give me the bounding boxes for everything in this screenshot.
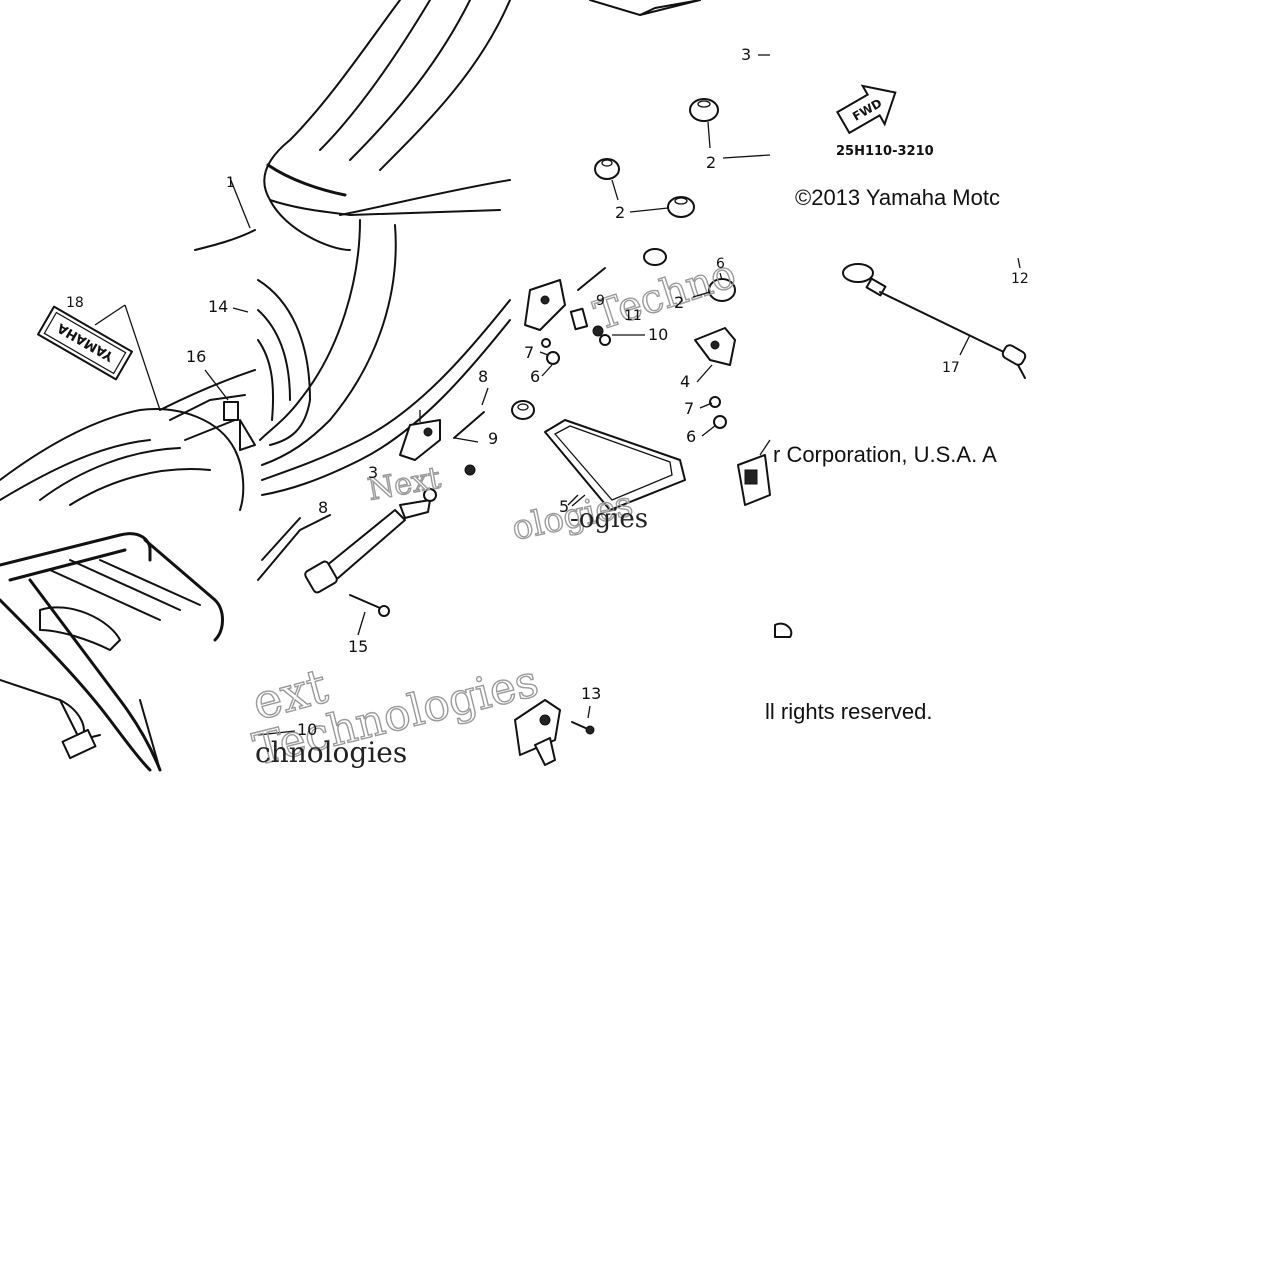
fwd-arrow-icon: FWD — [835, 84, 897, 135]
callout-8: 8 — [478, 367, 488, 386]
callout-16: 16 — [186, 347, 206, 366]
callout-17: 17 — [942, 360, 960, 376]
callout-11: 11 — [624, 308, 642, 324]
callout-6: 6 — [716, 256, 725, 272]
callout-4: 4 — [680, 372, 690, 391]
callout-7: 7 — [684, 399, 694, 418]
callout-5: 5 — [559, 497, 569, 516]
seat-lock-cable-drawing — [842, 257, 1027, 379]
hinge-left-drawing — [399, 267, 611, 502]
storage-tray-drawing — [544, 419, 686, 511]
callout-2: 2 — [674, 293, 684, 312]
rear-rack-drawing — [0, 532, 224, 772]
callout-10: 10 — [297, 720, 317, 739]
callout-13: 13 — [581, 684, 601, 703]
copyright-line-2: r Corporation, U.S.A. A — [773, 442, 997, 467]
callout-12: 12 — [1011, 271, 1029, 287]
watermark-fragment: chnologies — [255, 736, 407, 769]
callout-3: 3 — [368, 463, 378, 482]
callout-9: 9 — [488, 429, 498, 448]
seat-bolt-drawing — [169, 307, 256, 451]
callout-10: 10 — [648, 325, 668, 344]
callout-9: 9 — [596, 293, 605, 309]
callout-6: 6 — [686, 427, 696, 446]
callout-2: 2 — [615, 203, 625, 222]
grommets-drawing — [511, 0, 771, 420]
callout-6: 6 — [530, 367, 540, 386]
callout-2: 2 — [706, 153, 716, 172]
seat-rear-drawing — [0, 219, 511, 511]
callout-7: 7 — [524, 343, 534, 362]
callout-3: 3 — [741, 45, 751, 64]
stay-rod-drawing — [257, 499, 431, 736]
leader-lines — [419, 272, 771, 507]
callout-14: 14 — [208, 297, 228, 316]
callout-1: 1 — [226, 175, 235, 191]
seat-top-drawing — [194, 0, 511, 251]
callout-15: 15 — [348, 637, 368, 656]
watermark-fragment: -ogies — [570, 504, 648, 534]
callout-numbers: 1 18 14 16 8 9 3 8 15 10 3 2 2 6 2 9 11 … — [66, 45, 1029, 739]
diagram-code: 25H110-3210 — [836, 144, 934, 159]
yamaha-decal: YAMAHA — [37, 305, 133, 381]
callout-8: 8 — [318, 498, 328, 517]
copyright-line-3: ll rights reserved. — [765, 699, 933, 724]
seat-lock-drawing — [514, 699, 595, 766]
callout-18: 18 — [66, 295, 84, 311]
hinge-right-drawing — [694, 327, 793, 638]
copyright-line-1: ©2013 Yamaha Motc — [795, 185, 1000, 210]
